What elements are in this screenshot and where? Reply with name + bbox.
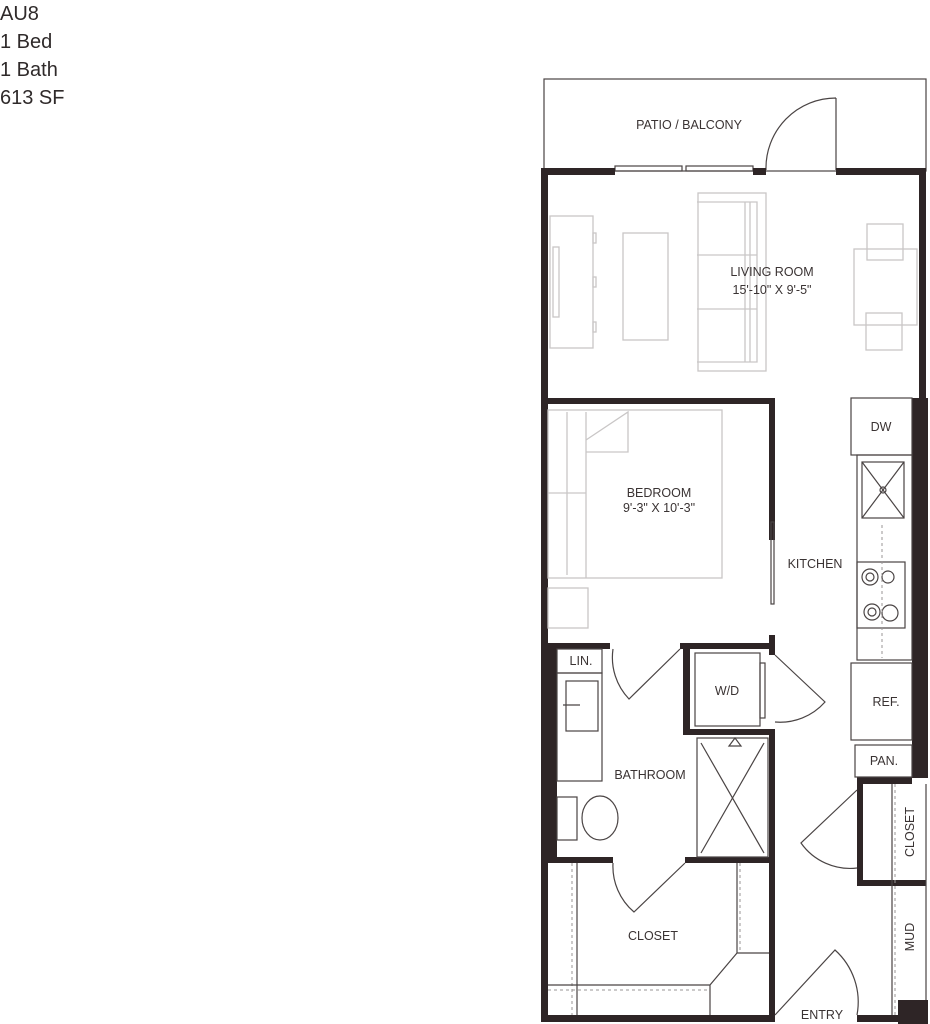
label-bedroom-dims: 9'-3" X 10'-3" — [623, 501, 695, 515]
label-walk-in-closet: CLOSET — [628, 929, 678, 943]
living-furniture — [549, 192, 918, 372]
walk-in-closet — [548, 862, 769, 1015]
unit-baths: 1 Bath — [0, 59, 58, 81]
window — [685, 165, 754, 172]
bedroom-sliding-door — [770, 521, 775, 605]
label-patio: PATIO / BALCONY — [636, 118, 742, 132]
label-lin: LIN. — [570, 654, 593, 668]
bathroom-fixtures — [556, 648, 769, 858]
label-living-room: LIVING ROOM — [730, 265, 813, 279]
label-wd: W/D — [715, 684, 739, 698]
label-kitchen: KITCHEN — [788, 557, 843, 571]
label-bathroom: BATHROOM — [614, 768, 685, 782]
bed — [547, 409, 723, 629]
window — [614, 165, 683, 172]
label-mud: MUD — [903, 923, 917, 951]
kitchen-counter — [850, 397, 913, 778]
entry-storage — [774, 784, 927, 1016]
washer-dryer — [694, 652, 826, 727]
label-bedroom: BEDROOM — [627, 486, 692, 500]
label-dw: DW — [871, 420, 892, 434]
unit-area: 613 SF — [0, 87, 65, 109]
unit-name: AU8 — [0, 3, 39, 25]
label-ref: REF. — [872, 695, 899, 709]
label-pan: PAN. — [870, 754, 898, 768]
unit-info: AU8 1 Bed 1 Bath 613 SF — [0, 0, 64, 112]
unit-beds: 1 Bed — [0, 31, 53, 53]
balcony-door — [765, 97, 837, 171]
label-entry: ENTRY — [801, 1008, 844, 1022]
label-entry-closet: CLOSET — [903, 807, 917, 857]
label-living-dims: 15'-10" X 9'-5" — [733, 283, 812, 297]
walls — [541, 168, 928, 1024]
